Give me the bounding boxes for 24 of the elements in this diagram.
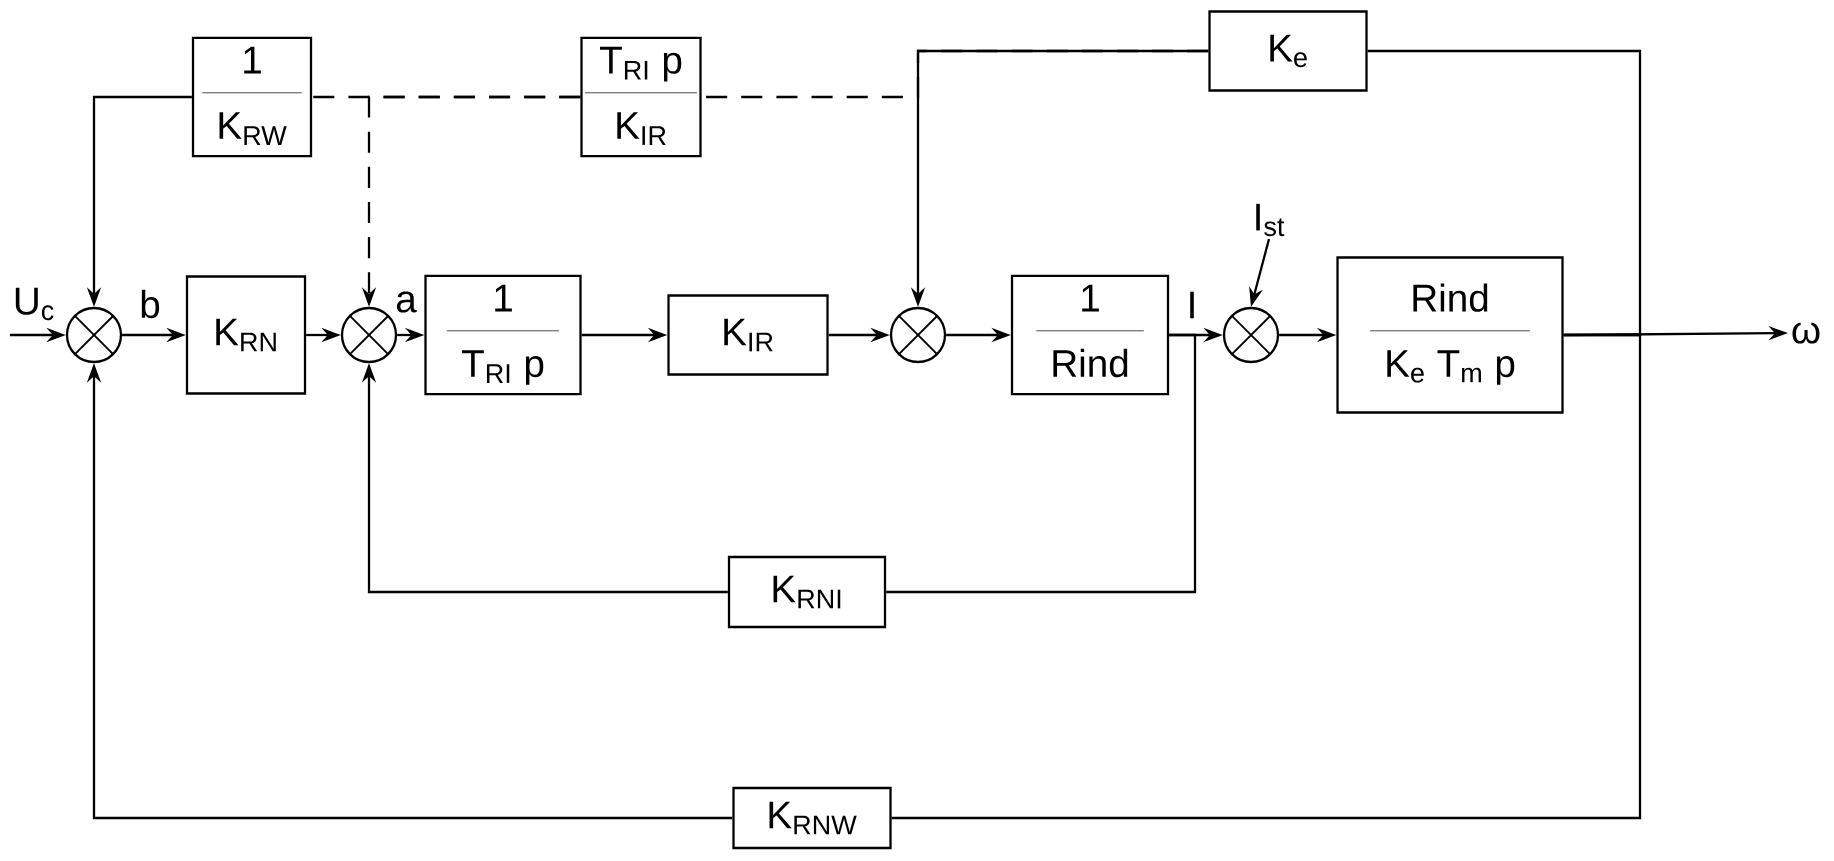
transfer-function-box: 1 T$_{RI}$ p (424, 274, 582, 396)
transfer-function-box: K$_{RN}$ (185, 275, 307, 395)
signal-label: a (396, 291, 417, 313)
signal-label: I$_{st}$ (1256, 203, 1285, 237)
transfer-function-box: K$_{IR}$ (667, 294, 829, 376)
dashed-connector-line (312, 95, 581, 99)
signal-label: I (1190, 291, 1194, 319)
summing-junction (65, 306, 123, 364)
connector-line (1367, 49, 1642, 337)
transfer-function-box: Rind K$_{e}$ T$_{m}$ p (1336, 256, 1564, 414)
signal-label: ω (1792, 322, 1820, 344)
signal-label: b (141, 289, 160, 319)
summing-junction (340, 306, 398, 364)
summing-junction (1222, 306, 1280, 364)
signal-label: U$_{c}$ (15, 287, 54, 321)
summing-junction (889, 306, 947, 364)
transfer-function-box: 1 K$_{RW}$ (191, 36, 313, 158)
transfer-function-box: K$_{e}$ (1208, 10, 1368, 92)
connector-line (891, 333, 1642, 820)
transfer-function-box: K$_{RNI}$ (727, 555, 887, 629)
connector-line (886, 333, 1197, 594)
transfer-function-box: T$_{RI}$ p K$_{IR}$ (580, 36, 702, 158)
transfer-function-box: K$_{RNW}$ (732, 786, 892, 850)
transfer-function-box: 1 Rind (1010, 274, 1170, 396)
